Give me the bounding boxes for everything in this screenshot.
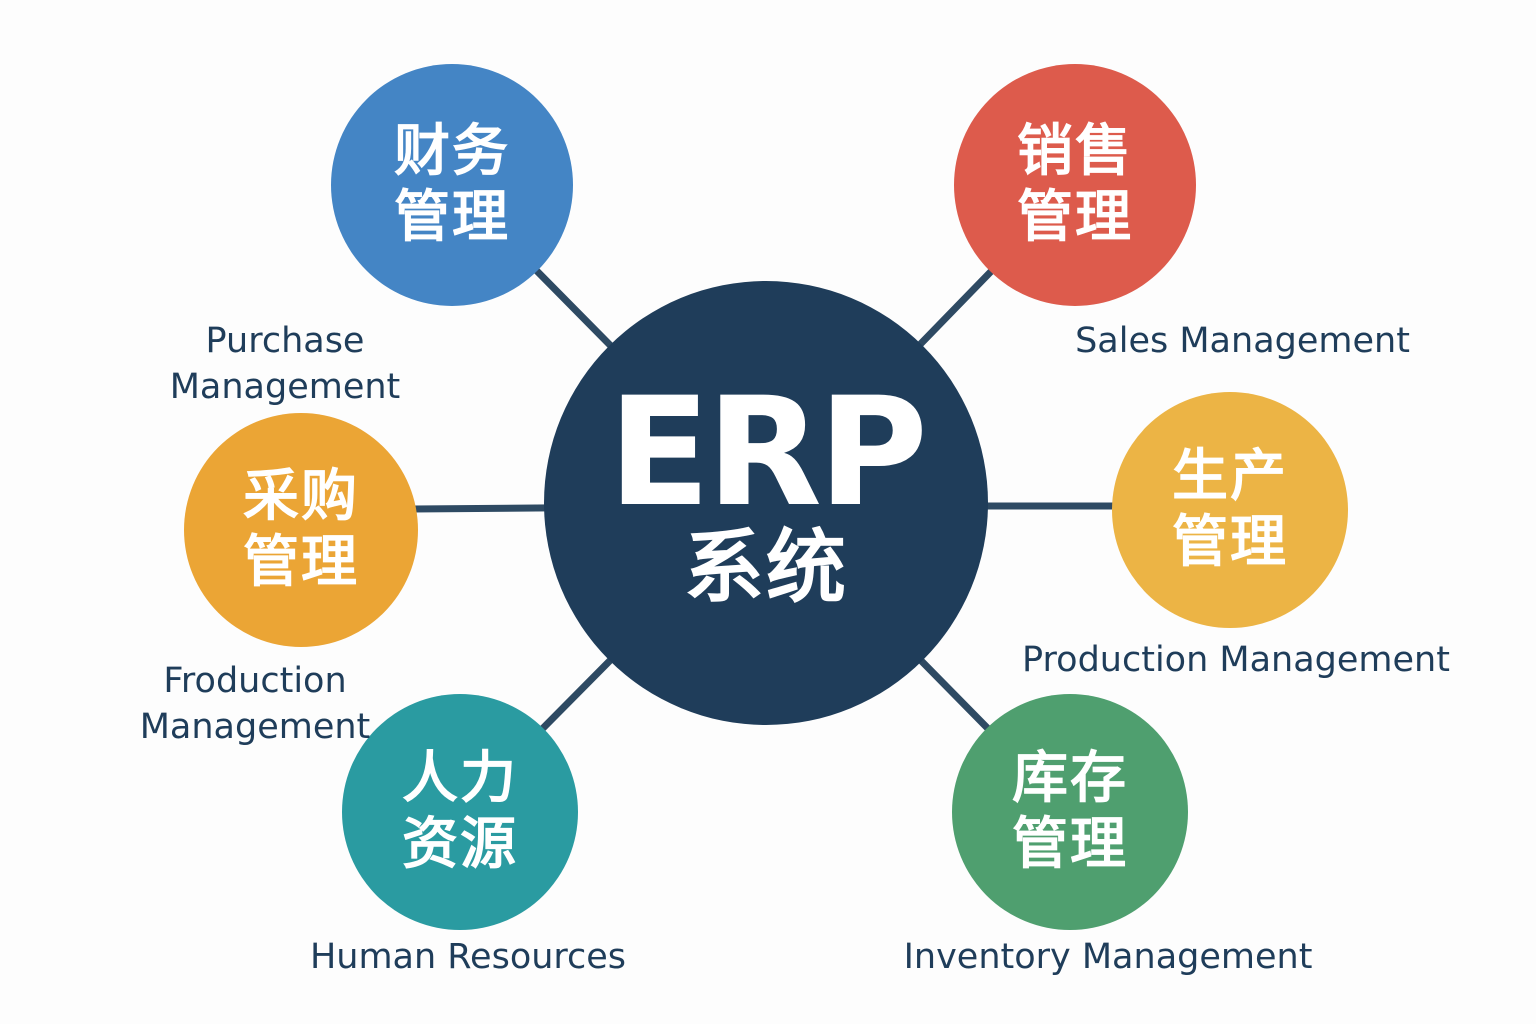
erp-subtitle: 系统	[684, 521, 848, 614]
label-purchase-line2: Management	[169, 367, 401, 407]
module-inventory-line1: 库存	[1012, 746, 1128, 811]
label-purchase-line1: Purchase	[205, 321, 365, 361]
module-purchase-line2: 管理	[243, 530, 359, 595]
module-purchase-line1: 采购	[243, 464, 359, 529]
module-hr-line1: 人力	[402, 746, 518, 811]
module-sales-line1: 销售	[1017, 119, 1133, 184]
erp-title: ERP	[608, 366, 928, 540]
module-hr: 人力 资源	[342, 694, 578, 930]
label-froduction-line1: Froduction	[163, 661, 347, 701]
label-purchase: Purchase Management	[140, 318, 430, 410]
module-inventory-line2: 管理	[1012, 812, 1128, 877]
label-production: Production Management	[1022, 640, 1450, 680]
module-sales: 销售 管理	[954, 64, 1196, 306]
module-production-line1: 生产	[1172, 444, 1288, 509]
module-finance: 财务 管理	[331, 64, 573, 306]
label-froduction-line2: Management	[139, 707, 371, 747]
module-inventory: 库存 管理	[952, 694, 1188, 930]
label-inventory: Inventory Management	[903, 937, 1313, 977]
label-hr: Human Resources	[309, 937, 627, 977]
label-froduction: Froduction Management	[110, 658, 400, 750]
module-production: 生产 管理	[1112, 392, 1348, 628]
module-finance-line1: 财务	[394, 119, 510, 184]
module-production-line2: 管理	[1172, 510, 1288, 575]
module-finance-line2: 管理	[394, 185, 510, 250]
module-purchase: 采购 管理	[184, 413, 418, 647]
module-sales-line2: 管理	[1017, 185, 1133, 250]
label-sales: Sales Management	[1075, 321, 1410, 361]
module-hr-line2: 资源	[402, 812, 518, 877]
erp-center-node: ERP 系统	[544, 281, 988, 725]
